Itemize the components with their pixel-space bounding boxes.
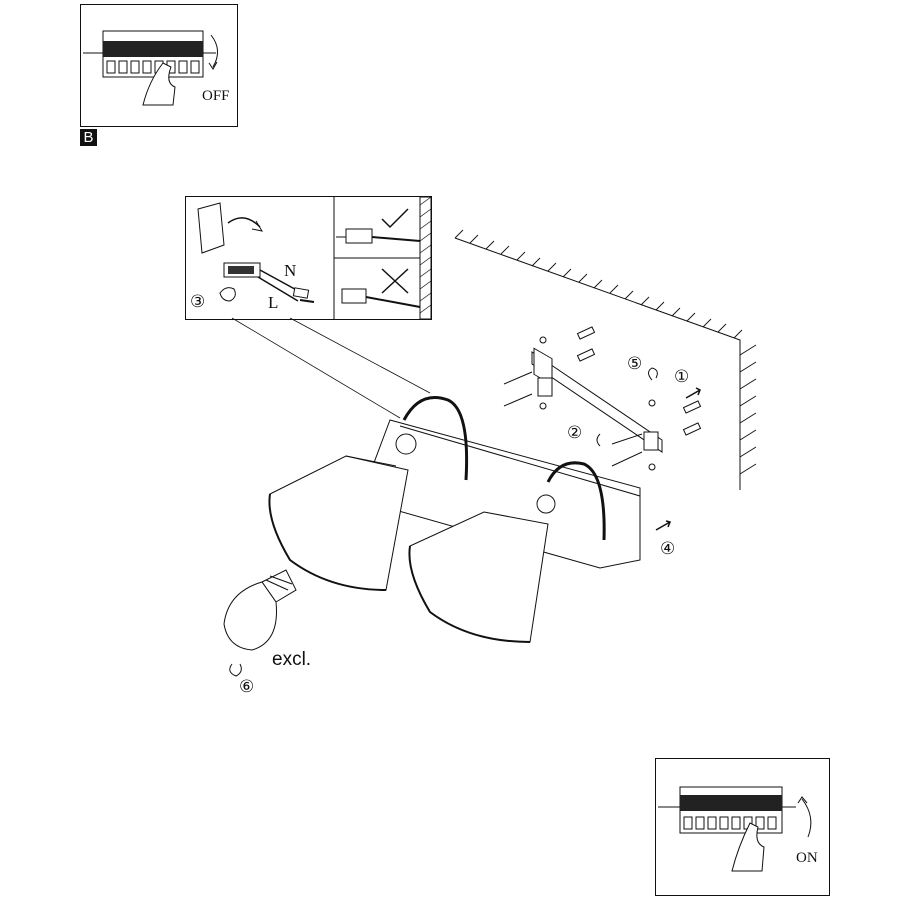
- step-a-panel: OFF: [80, 4, 238, 127]
- callout-mount: ④: [660, 539, 676, 558]
- callout-drill: ①: [674, 367, 690, 386]
- bulb-excluded-note: excl.: [272, 649, 312, 670]
- step-3-label: ③: [190, 292, 206, 311]
- breaker-on-illustration: [658, 786, 812, 872]
- live-label: L: [268, 293, 279, 312]
- step-c-panel: ON: [655, 758, 830, 896]
- step-b-tag: B: [80, 129, 97, 146]
- breaker-off-illustration: [83, 30, 218, 106]
- callout-screw: ②: [567, 423, 583, 442]
- wiring-illustration: [197, 196, 432, 320]
- on-label: ON: [796, 850, 818, 866]
- off-label: OFF: [202, 88, 230, 104]
- wiring-inset: ③ N L: [185, 196, 432, 320]
- callout-bulb: ⑥: [239, 677, 255, 696]
- neutral-label: N: [284, 261, 297, 280]
- callout-fasten: ⑤: [627, 354, 643, 373]
